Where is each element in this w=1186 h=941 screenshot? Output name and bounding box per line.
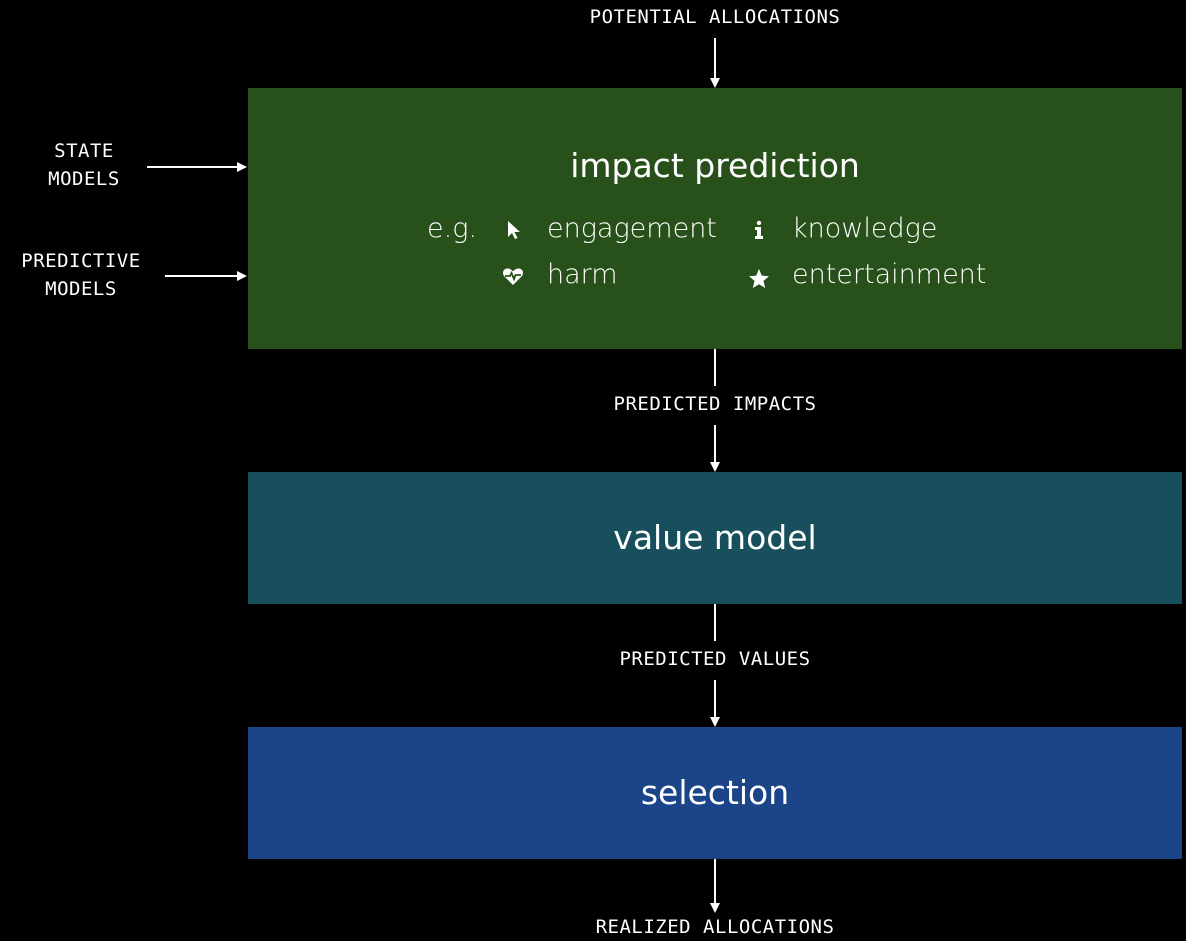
example-entertainment: entertainment [792, 259, 987, 290]
value-model-title: value model [613, 518, 817, 557]
predictive-models-line-1: PREDICTIVE [21, 250, 141, 272]
potential-allocations-label: POTENTIAL ALLOCATIONS [589, 6, 841, 28]
example-engagement: engagement [547, 213, 717, 244]
impact-prediction-title: impact prediction [570, 146, 860, 185]
selection-box: selection [248, 727, 1182, 859]
eg-label: e.g. [427, 213, 477, 244]
value-model-box: value model [248, 472, 1182, 604]
star-icon [749, 269, 769, 288]
state-models-line-1: STATE [54, 140, 114, 162]
predictive-models-line-2: MODELS [45, 278, 117, 300]
example-knowledge: knowledge [792, 213, 938, 244]
cursor-icon [508, 221, 520, 239]
info-icon [755, 220, 763, 239]
state-models-line-2: MODELS [48, 168, 120, 190]
example-harm: harm [547, 259, 618, 290]
state-models-label: STATE MODELS [34, 137, 134, 193]
predicted-values-label: PREDICTED VALUES [619, 648, 811, 670]
selection-title: selection [640, 773, 790, 812]
impact-prediction-box: impact prediction e.g. engagement knowle… [248, 88, 1182, 349]
predictive-models-label: PREDICTIVE MODELS [0, 247, 162, 303]
heart-pulse-icon [503, 268, 523, 285]
predicted-impacts-label: PREDICTED IMPACTS [613, 393, 817, 415]
realized-allocations-label: REALIZED ALLOCATIONS [595, 916, 835, 938]
